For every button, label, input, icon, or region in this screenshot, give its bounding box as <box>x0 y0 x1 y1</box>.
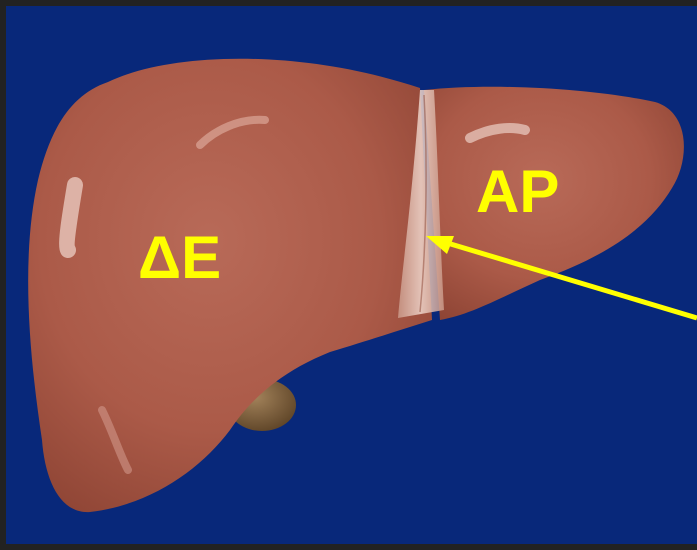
left-lobe-highlight <box>67 185 75 250</box>
left-lobe-label: ΔE <box>138 228 221 288</box>
right-lobe-label: AP <box>476 162 559 222</box>
